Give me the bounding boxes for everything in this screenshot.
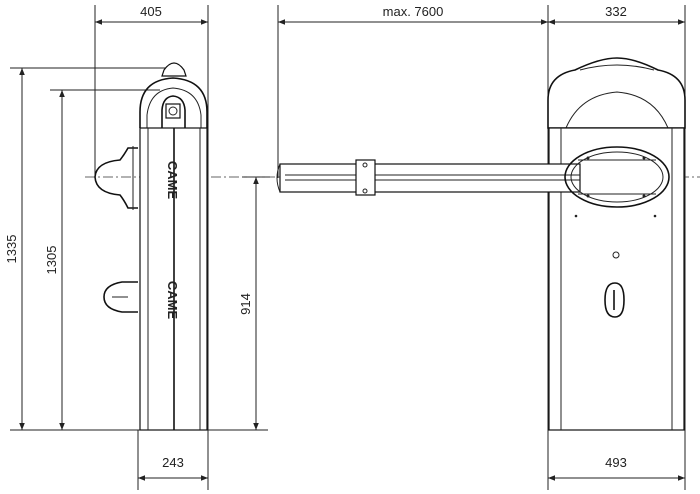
dim-493: 493 bbox=[605, 455, 627, 470]
photocell-icon bbox=[165, 103, 181, 119]
boom-mount-cover bbox=[564, 146, 670, 208]
boom-clamp bbox=[355, 159, 376, 196]
dim-914: 914 bbox=[238, 293, 253, 315]
boom-bracket bbox=[94, 147, 138, 209]
flashing-light-cap bbox=[161, 62, 187, 77]
dim-243: 243 bbox=[162, 455, 184, 470]
brand-logo-lower: CAME bbox=[165, 281, 180, 320]
dim-1335: 1335 bbox=[4, 235, 19, 264]
barrier-side-view: CAME CAME bbox=[94, 62, 208, 431]
lock-icon bbox=[604, 282, 625, 318]
boom-arm bbox=[279, 163, 581, 193]
dim-405: 405 bbox=[140, 4, 162, 19]
dim-1305: 1305 bbox=[44, 246, 59, 275]
lock-knob bbox=[103, 281, 138, 313]
extension-lines bbox=[10, 5, 686, 490]
dim-max-7600: max. 7600 bbox=[383, 4, 444, 19]
barrier-front-view bbox=[276, 57, 686, 431]
dimension-lines: 405 max. 7600 332 243 493 1335 1305 914 bbox=[4, 4, 685, 481]
dim-332: 332 bbox=[605, 4, 627, 19]
brand-logo-upper: CAME bbox=[165, 161, 180, 200]
